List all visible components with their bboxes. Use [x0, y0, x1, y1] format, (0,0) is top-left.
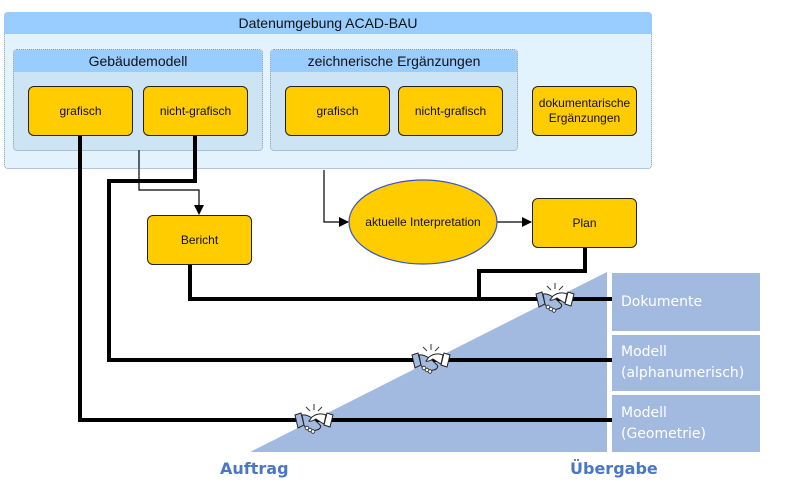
box-plan[interactable]: Plan — [532, 198, 637, 248]
line-plan-to-dokumente — [477, 247, 587, 299]
panel-modell-geometrie-line2: (Geometrie) — [621, 425, 706, 442]
box-plan-label: Plan — [572, 215, 597, 230]
box-dokumentarische-ergaenzungen-line1: dokumentarische — [538, 96, 631, 110]
box-gebaeudemodell-nicht-grafisch[interactable]: nicht-grafisch — [143, 86, 248, 136]
box-dokumentarische-ergaenzungen-line2: Ergänzungen — [548, 111, 621, 125]
line-zeichnerisch-to-interpretation — [323, 170, 349, 227]
box-zeichnerisch-grafisch[interactable]: grafisch — [285, 86, 390, 136]
environment-title: Datenumgebung ACAD-BAU — [4, 12, 652, 34]
interpretation-ellipse — [348, 179, 498, 265]
interpretation-label: aktuelle Interpretation — [365, 215, 481, 229]
interpretation-node[interactable]: aktuelle Interpretation — [349, 180, 497, 264]
panel-modell-alphanumerisch-line2: (alphanumerisch) — [621, 365, 745, 381]
box-dokumentarische-ergaenzungen[interactable]: dokumentarische Ergänzungen — [532, 86, 637, 136]
box-gebaeudemodell-nicht-grafisch-label: nicht-grafisch — [159, 103, 232, 118]
panel-dokumente-label: Dokumente — [621, 293, 703, 310]
box-bericht-label: Bericht — [180, 232, 219, 247]
panel-modell-geometrie: Modell (Geometrie) — [612, 395, 760, 452]
box-gebaeudemodell-grafisch-label: grafisch — [59, 103, 102, 118]
end-label-uebergabe: Übergabe — [570, 459, 658, 478]
group-gebaeudemodell-title: Gebäudemodell — [14, 50, 262, 72]
box-zeichnerisch-nicht-grafisch-label: nicht-grafisch — [414, 103, 487, 118]
box-zeichnerisch-nicht-grafisch[interactable]: nicht-grafisch — [398, 86, 503, 136]
panel-modell-alphanumerisch: Modell (alphanumerisch) — [612, 335, 760, 391]
group-zeichnerische-ergaenzungen-title: zeichnerische Ergänzungen — [271, 50, 517, 72]
panel-modell-alphanumerisch-line1: Modell — [621, 344, 667, 360]
start-label-auftrag: Auftrag — [220, 459, 289, 478]
line-nichtgrafisch-to-bericht — [138, 150, 204, 215]
box-zeichnerisch-grafisch-label: grafisch — [316, 103, 359, 118]
box-gebaeudemodell-grafisch[interactable]: grafisch — [28, 86, 133, 136]
box-bericht[interactable]: Bericht — [147, 215, 252, 265]
line-bericht-to-dokumente — [188, 264, 612, 301]
panel-modell-geometrie-line1: Modell — [621, 404, 667, 421]
line-nichtgrafisch-to-alphanumerisch — [107, 135, 612, 362]
line-grafisch-to-geometrie — [78, 135, 612, 422]
panel-dokumente: Dokumente — [612, 273, 760, 331]
